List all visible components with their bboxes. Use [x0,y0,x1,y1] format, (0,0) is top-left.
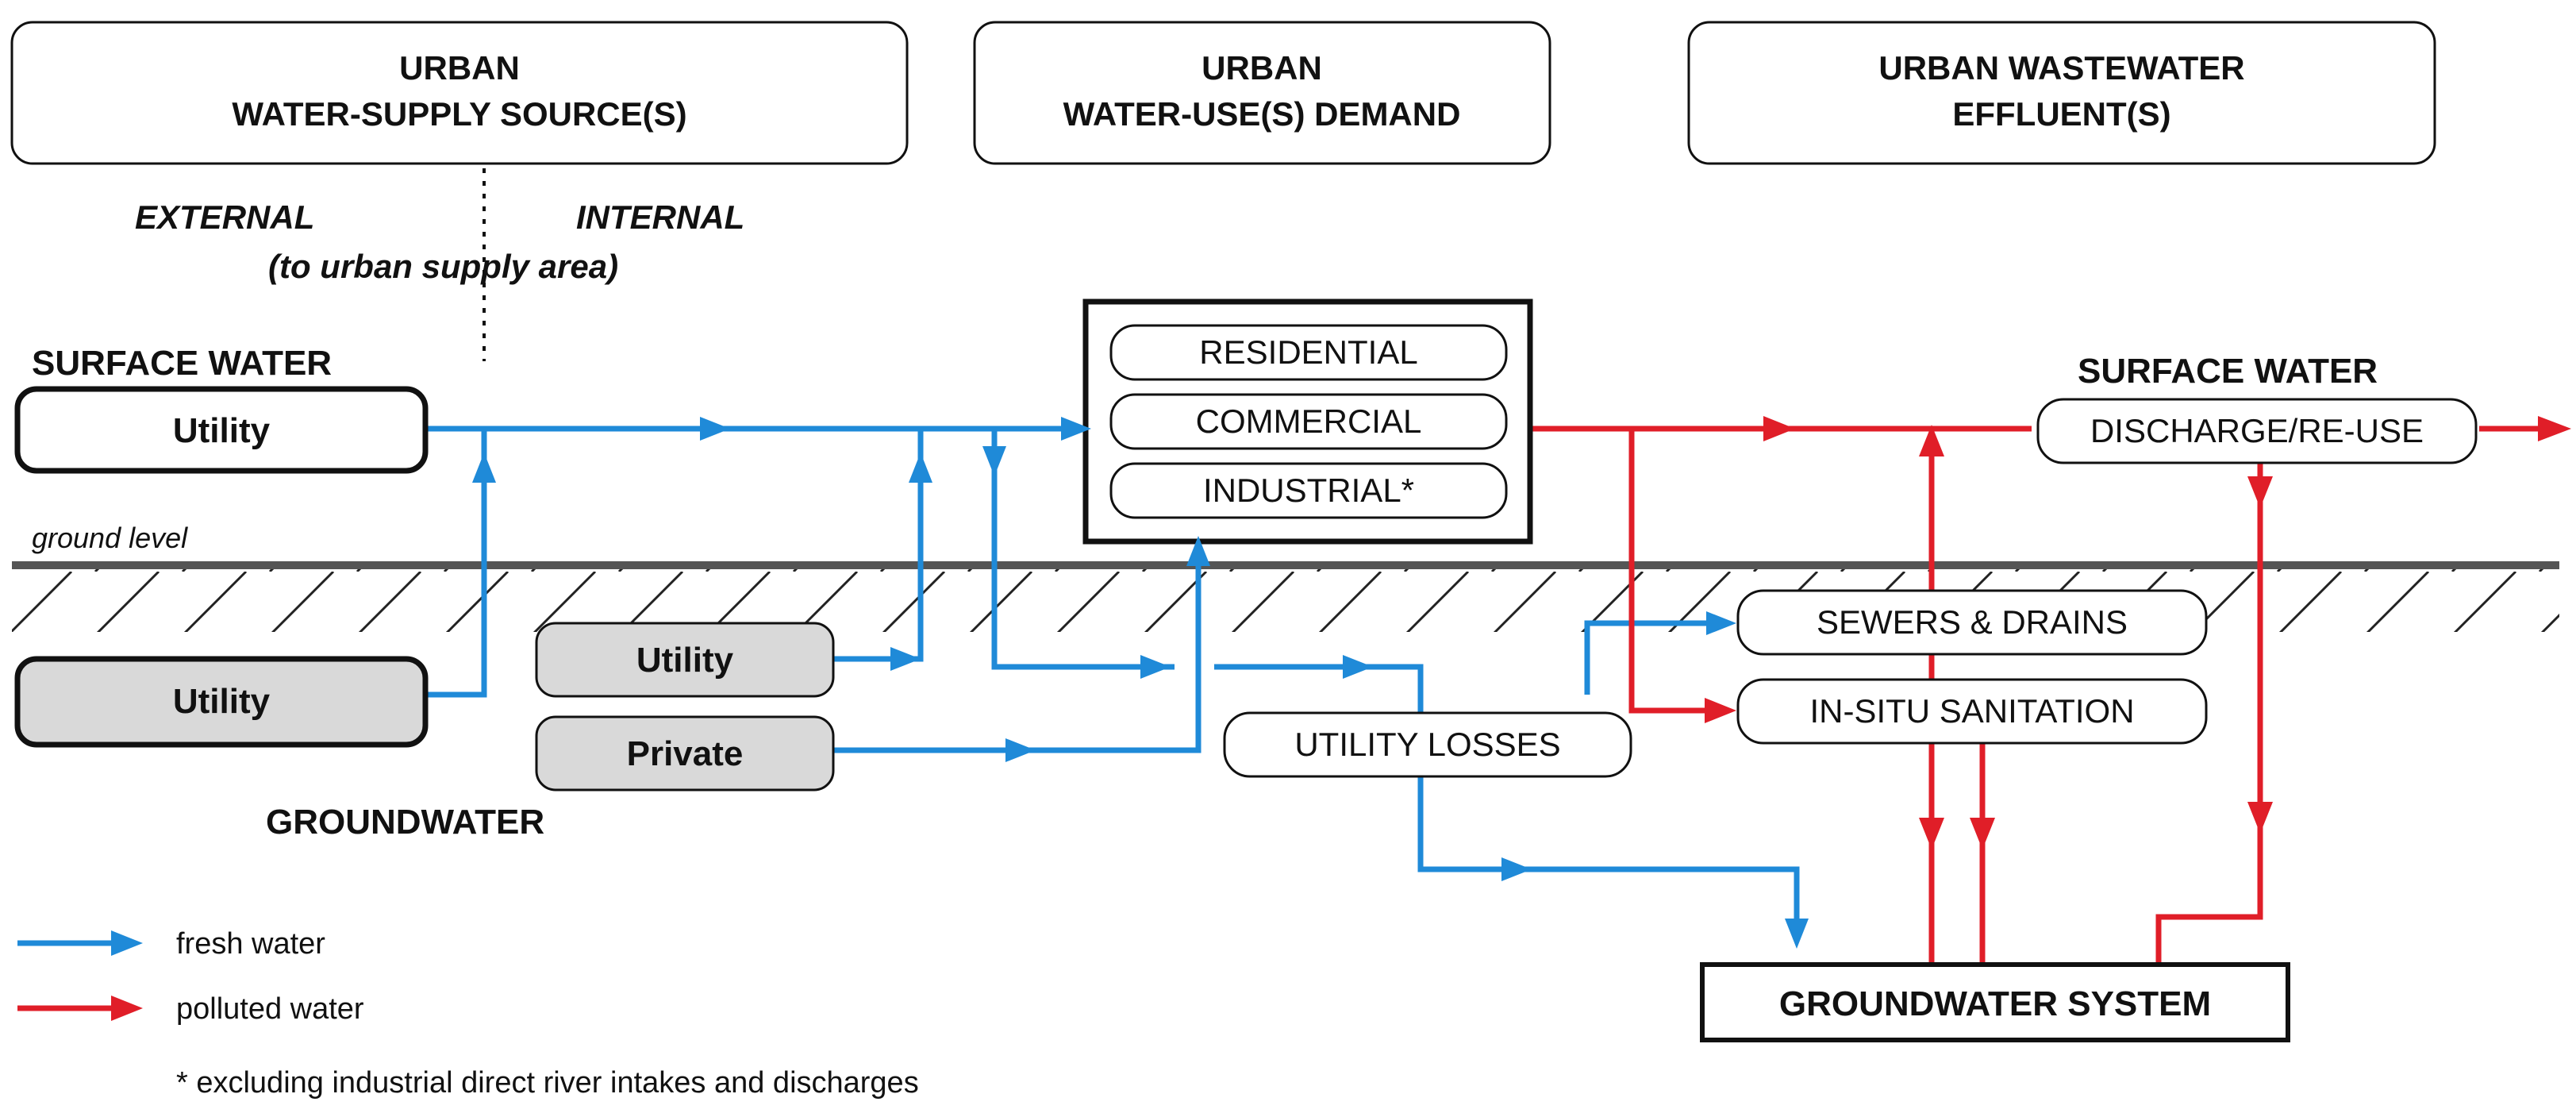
header-demand: URBAN WATER-USE(S) DEMAND [973,21,1551,165]
legend-polluted-water: polluted water [17,992,364,1026]
insitu-sanitation-node: IN-SITU SANITATION [1736,678,2208,745]
discharge-reuse-label: DISCHARGE/RE-USE [2090,412,2424,449]
internal-note: (to urban supply area) [268,248,618,285]
surface-water-left-label: SURFACE WATER [32,344,332,383]
header-demand-line1: URBAN [1201,49,1322,87]
legend-footnote: * excluding industrial direct river inta… [176,1066,919,1100]
insitu-sanitation-label: IN-SITU SANITATION [1809,692,2134,730]
legend-fresh-water: fresh water [17,927,325,961]
sewers-drains-node: SEWERS & DRAINS [1736,589,2208,656]
header-effluent-line1: URBAN WASTEWATER [1878,49,2244,87]
header-supply-line1: URBAN [399,49,520,87]
ground-utility-internal-label: Utility [636,641,734,680]
ground-private-label: Private [627,734,744,773]
ground-level-label: ground level [32,522,188,554]
polluted-water-arrowheads [1705,416,2571,849]
surface-utility-label: Utility [173,411,271,450]
discharge-reuse-node: DISCHARGE/RE-USE [2036,398,2478,464]
legend-fresh-label: fresh water [176,927,325,961]
groundwater-label: GROUNDWATER [266,803,544,842]
internal-label: INTERNAL [576,198,744,236]
sewers-drains-label: SEWERS & DRAINS [1817,603,2128,641]
surface-water-right-label: SURFACE WATER [2078,352,2378,391]
groundwater-system-node: GROUNDWATER SYSTEM [1700,962,2290,1042]
ground-utility-internal-node: Utility [535,622,835,698]
external-label: EXTERNAL [135,198,314,236]
use-industrial: INDUSTRIAL* [1203,472,1414,509]
header-supply: URBAN WATER-SUPPLY SOURCE(S) [10,21,909,165]
header-supply-line2: WATER-SUPPLY SOURCE(S) [232,95,686,133]
use-commercial: COMMERCIAL [1196,403,1422,440]
ground-private-node: Private [535,715,835,792]
water-uses-box: RESIDENTIAL COMMERCIAL INDUSTRIAL* [1082,299,1533,545]
fresh-water-arrowheads [472,417,1809,949]
surface-utility-node: Utility [14,386,429,474]
ground-utility-external-node: Utility [14,656,429,748]
groundwater-system-label: GROUNDWATER SYSTEM [1779,984,2211,1023]
header-effluent: URBAN WASTEWATER EFFLUENT(S) [1687,21,2436,165]
header-demand-line2: WATER-USE(S) DEMAND [1063,95,1461,133]
header-effluent-line2: EFFLUENT(S) [1952,95,2170,133]
utility-losses-label: UTILITY LOSSES [1294,726,1560,763]
use-residential: RESIDENTIAL [1199,333,1417,371]
utility-losses-node: UTILITY LOSSES [1223,711,1632,778]
polluted-water-flows [1532,426,2559,965]
legend-polluted-label: polluted water [176,992,364,1026]
ground-utility-external-label: Utility [173,682,271,721]
legend: fresh water polluted water * excluding i… [17,927,919,1100]
